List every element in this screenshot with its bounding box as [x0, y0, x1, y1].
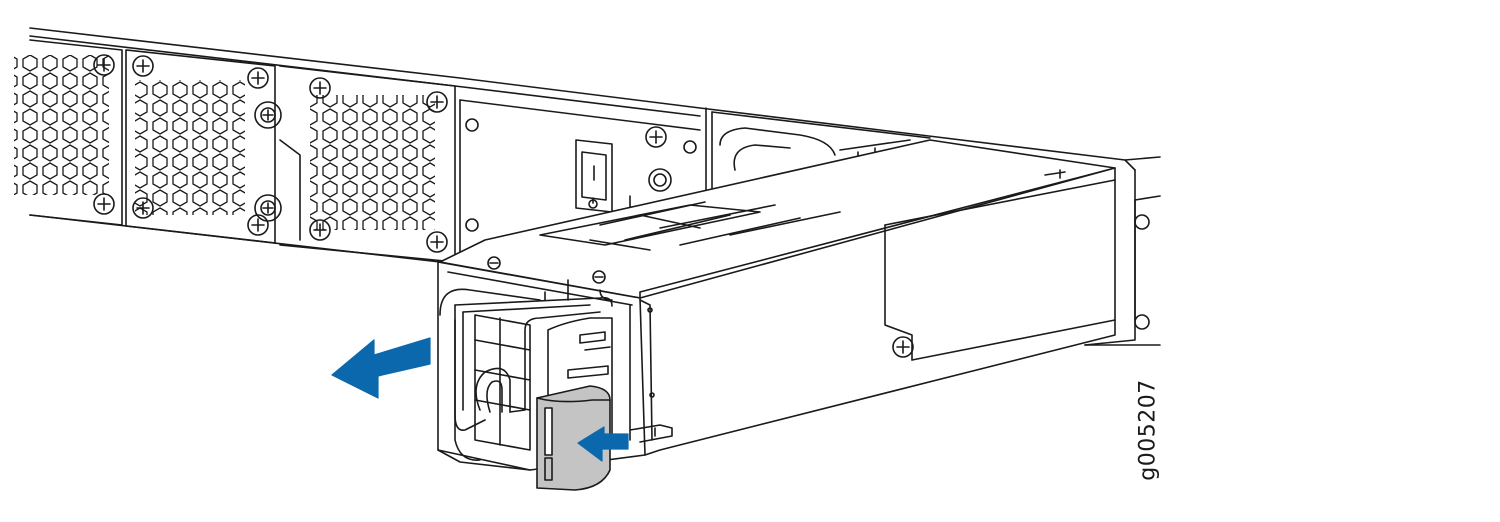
screw-icon	[309, 219, 331, 241]
press-latch-arrow-icon	[577, 426, 629, 462]
thumbscrew-icon	[254, 194, 282, 222]
screw-icon	[247, 214, 269, 236]
screw-icon	[892, 336, 914, 358]
installed-psu-slot	[705, 107, 931, 196]
thumbscrew-icon	[254, 101, 282, 129]
power-icon	[588, 197, 598, 209]
screw-icon	[132, 197, 154, 219]
screw-icon	[93, 54, 115, 76]
screw-icon	[426, 231, 448, 253]
screw-icon	[132, 55, 154, 77]
center-panel	[459, 99, 701, 263]
screw-icon	[309, 77, 331, 99]
fan-module-2	[125, 49, 282, 244]
screw-icon	[487, 256, 501, 270]
pull-direction-arrow-icon	[331, 337, 431, 399]
fan-module-1	[14, 39, 123, 226]
release-latch	[536, 385, 611, 491]
screw-icon	[247, 67, 269, 89]
figure-id-label: g005207	[1135, 379, 1161, 481]
power-switch	[575, 139, 613, 213]
screw-icon	[592, 270, 606, 284]
screw-icon	[645, 126, 667, 148]
fan-module-3	[279, 65, 456, 263]
screw-icon	[426, 91, 448, 113]
screw-icon	[93, 193, 115, 215]
